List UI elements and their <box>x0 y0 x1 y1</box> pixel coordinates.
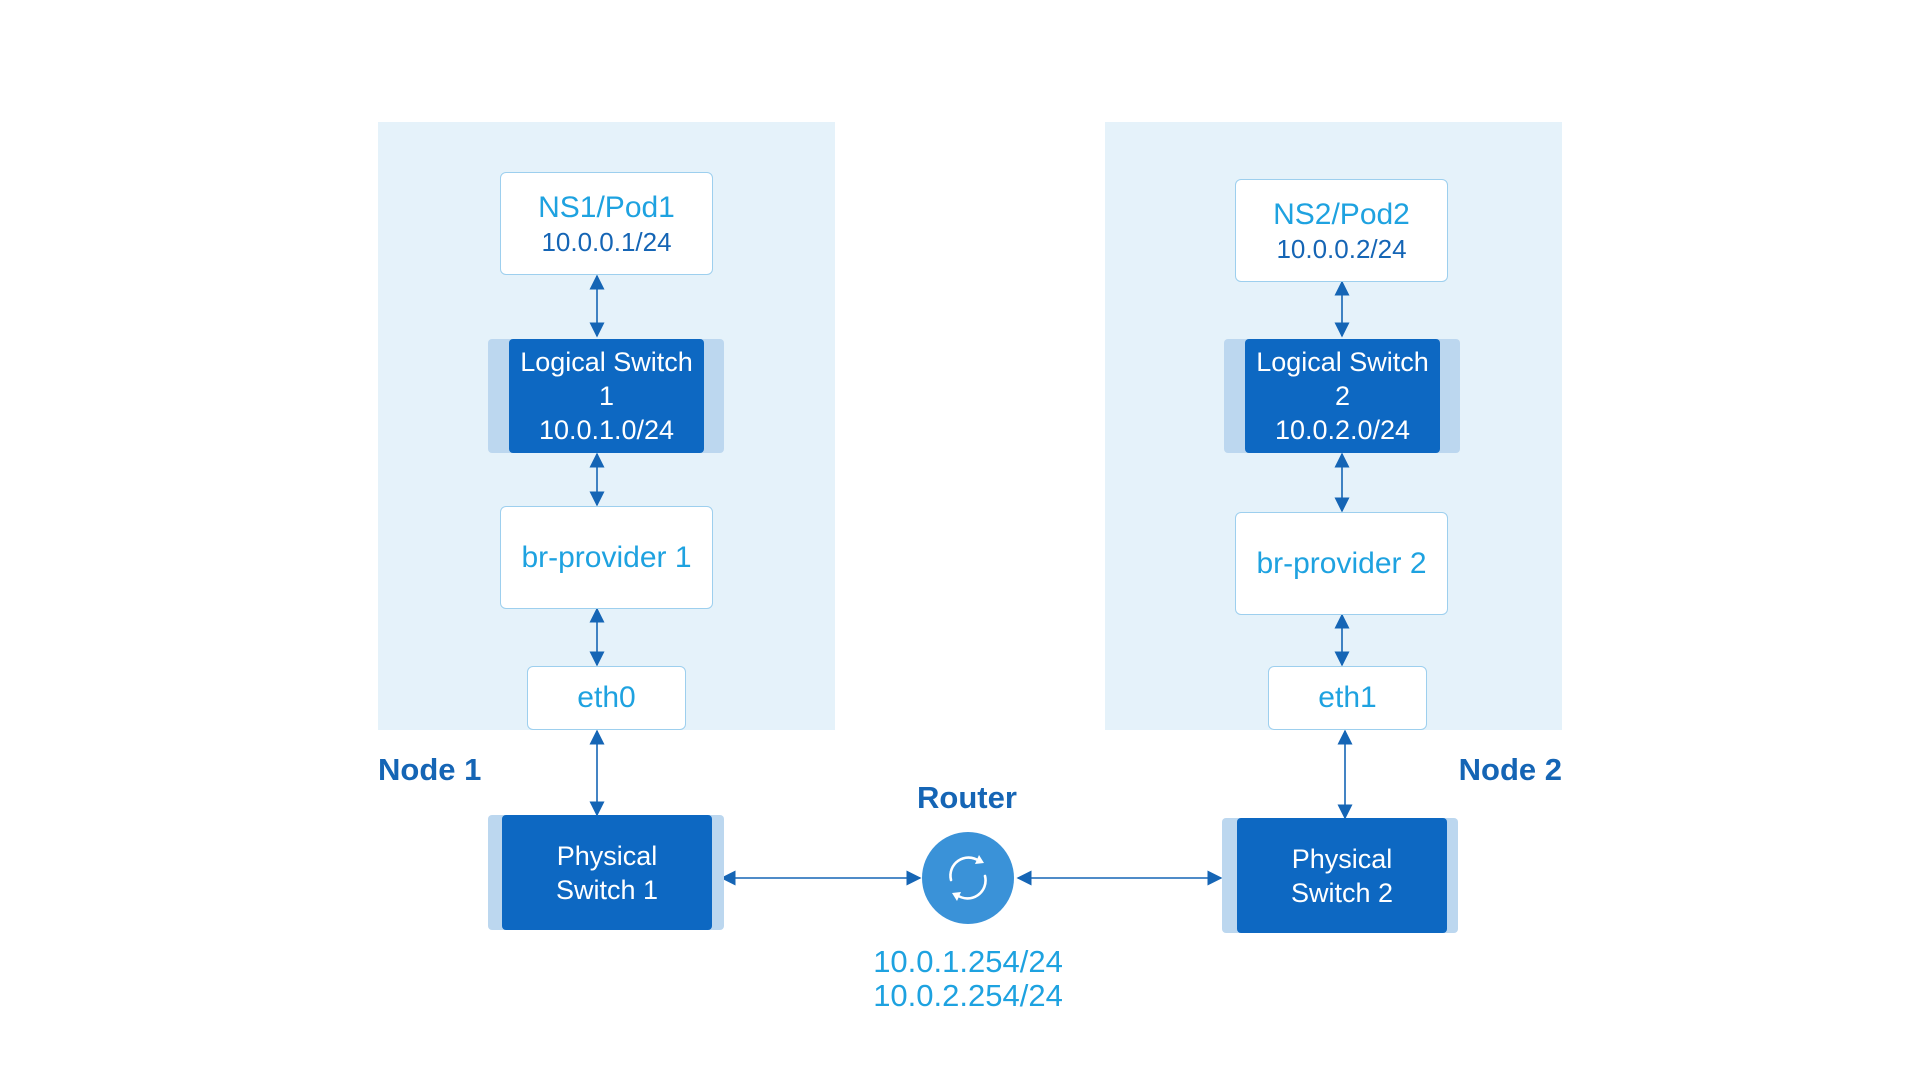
node1-label: Node 1 <box>378 752 482 787</box>
physical-switch1: Physical Switch 1 <box>502 815 712 930</box>
logical-switch1: Logical Switch 1 10.0.1.0/24 <box>509 339 704 453</box>
logical-switch2-name: Logical Switch 2 <box>1256 347 1429 411</box>
logical-switch1-name: Logical Switch 1 <box>520 347 693 411</box>
logical-switch2-cidr: 10.0.2.0/24 <box>1274 415 1411 445</box>
physical-switch2-line2: Switch 2 <box>1290 877 1394 908</box>
logical-switch1-cidr: 10.0.1.0/24 <box>538 415 675 445</box>
refresh-icon <box>949 856 987 900</box>
pod2-box: NS2/Pod2 10.0.0.2/24 <box>1235 179 1448 282</box>
pod1-name: NS1/Pod1 <box>538 190 675 224</box>
eth1-box: eth1 <box>1268 666 1427 730</box>
node2-label: Node 2 <box>1458 752 1562 787</box>
eth1-label: eth1 <box>1318 681 1377 714</box>
bridge1-label: br-provider 1 <box>521 540 692 574</box>
eth0-label: eth0 <box>577 681 636 714</box>
logical-switch2: Logical Switch 2 10.0.2.0/24 <box>1245 339 1440 453</box>
pod2-ip: 10.0.0.2/24 <box>1276 233 1407 264</box>
router-ip-1: 10.0.1.254/24 <box>873 944 1063 979</box>
router-label: Router <box>917 780 1017 815</box>
router-icon <box>922 832 1014 924</box>
router-ips: 10.0.1.254/24 10.0.2.254/24 <box>855 945 1081 1013</box>
physical-switch1-line2: Switch 1 <box>555 874 659 905</box>
bridge2-label: br-provider 2 <box>1256 546 1427 580</box>
bridge1-box: br-provider 1 <box>500 506 713 609</box>
eth0-box: eth0 <box>527 666 686 730</box>
physical-switch2: Physical Switch 2 <box>1237 818 1447 933</box>
pod2-name: NS2/Pod2 <box>1273 197 1410 231</box>
router-ip-2: 10.0.2.254/24 <box>873 978 1063 1013</box>
physical-switch2-line1: Physical <box>1291 843 1393 874</box>
physical-switch1-line1: Physical <box>556 840 658 871</box>
pod1-box: NS1/Pod1 10.0.0.1/24 <box>500 172 713 275</box>
pod1-ip: 10.0.0.1/24 <box>541 226 672 257</box>
bridge2-box: br-provider 2 <box>1235 512 1448 615</box>
